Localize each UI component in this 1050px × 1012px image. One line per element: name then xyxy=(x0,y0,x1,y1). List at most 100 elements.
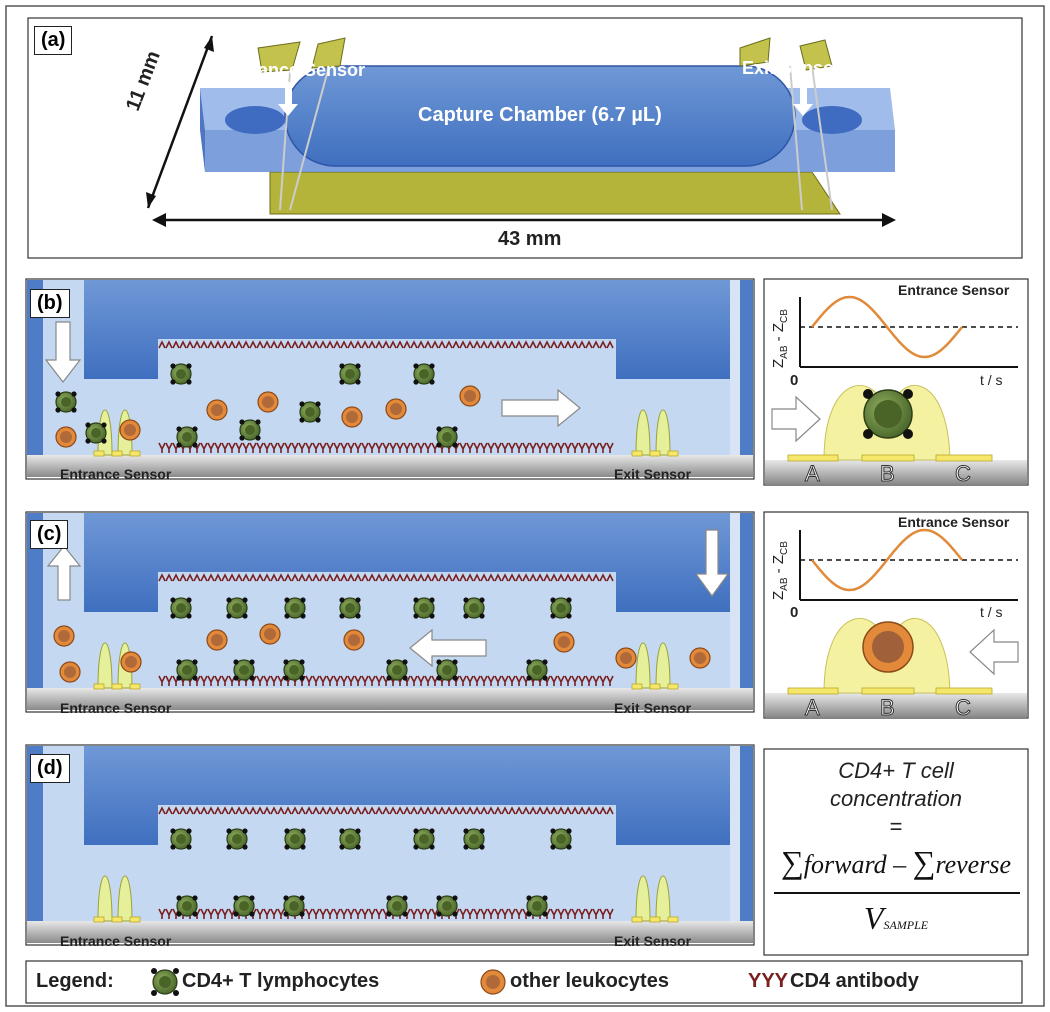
formula-line2: concentration xyxy=(829,786,963,811)
panel-b-entrance-label: Entrance Sensor xyxy=(60,466,172,482)
cd4-cell xyxy=(386,895,408,917)
panel-b-graph-title: Entrance Sensor xyxy=(898,282,1010,298)
channel-panel-d xyxy=(25,744,755,946)
legend-cd4-antibody: CD4 antibody xyxy=(790,970,919,992)
electrode-c xyxy=(935,687,993,695)
cd4-cell xyxy=(526,659,548,681)
flow-arrow-up-left xyxy=(46,545,82,601)
panel-c-y-minus: - Z xyxy=(770,554,787,578)
legend-other-leukocytes: other leukocytes xyxy=(510,970,669,992)
channel-substrate xyxy=(27,688,753,710)
graph-substrate xyxy=(765,693,1027,717)
cd4-cell xyxy=(436,426,458,448)
sum-symbol-1: ∑ xyxy=(780,844,804,880)
channel-drawings xyxy=(25,278,755,946)
electrode-a xyxy=(787,454,839,462)
panel-c-y-axis: ZAB - ZCB xyxy=(770,541,790,600)
cd4-cell xyxy=(233,895,255,917)
capture-chamber-label: Capture Chamber (6.7 µL) xyxy=(418,104,662,126)
panel-b-origin: 0 xyxy=(790,372,799,389)
graph-panel-b xyxy=(763,278,1029,486)
cd4-cell xyxy=(55,391,77,413)
panel-a-tag: (a) xyxy=(34,26,73,55)
panel-c-exit-label: Exit Sensor xyxy=(614,700,692,716)
cd4-cell xyxy=(463,828,485,850)
channel-gap xyxy=(730,746,740,922)
channel-cover xyxy=(84,513,730,612)
panel-b-y-sub1: AB xyxy=(779,345,790,359)
channel-gap xyxy=(730,280,740,456)
cd4-cell xyxy=(233,659,255,681)
leukocyte xyxy=(119,419,141,441)
electrode-c xyxy=(935,454,993,462)
antibody-row-top xyxy=(158,340,614,349)
panel-b-electrode-b: B xyxy=(880,461,896,487)
volume-symbol: V xyxy=(863,900,884,936)
impedance-graphs xyxy=(763,278,1029,719)
electrode-b xyxy=(861,687,915,695)
entrance-sensor-electrodes xyxy=(93,875,141,923)
leukocyte xyxy=(206,629,228,651)
antibody-row-top xyxy=(158,573,614,582)
cd4-cell xyxy=(339,597,361,619)
panel-c-entrance-label: Entrance Sensor xyxy=(60,700,172,716)
channel-cover xyxy=(84,746,730,845)
leukocyte xyxy=(341,406,363,428)
legend-cd4-cell-icon xyxy=(151,968,179,996)
cd4-cell xyxy=(436,659,458,681)
leukocyte xyxy=(553,631,575,653)
exit-sensor-electrodes xyxy=(631,642,679,690)
panel-b-tag: (b) xyxy=(30,289,70,318)
panel-c-y-sub2: CB xyxy=(779,541,790,555)
panel-c-y-sub1: AB xyxy=(779,577,790,591)
channel-right-wall xyxy=(740,746,753,922)
exit-sensor-electrodes xyxy=(631,409,679,457)
cd4-cell xyxy=(386,659,408,681)
panel-b-electrode-c: C xyxy=(955,461,972,487)
panel-d-tag: (d) xyxy=(30,754,70,783)
channel-left-wall xyxy=(27,513,43,689)
leukocyte xyxy=(55,426,77,448)
panel-d-entrance-label: Entrance Sensor xyxy=(60,933,172,949)
channel-cover xyxy=(84,280,730,379)
panel-b-y-z1: Z xyxy=(770,358,787,368)
cd4-cell xyxy=(283,659,305,681)
channel-left-wall xyxy=(27,280,43,456)
cd4-cell xyxy=(463,597,485,619)
panel-b-electrode-a: A xyxy=(805,461,821,487)
panel-b-y-axis: ZAB - ZCB xyxy=(770,309,790,368)
leukocyte xyxy=(385,398,407,420)
panel-c-origin: 0 xyxy=(790,604,799,621)
formula-denominator: VSAMPLE xyxy=(764,900,1028,937)
minus-sign: – xyxy=(893,850,907,879)
cd4-cell xyxy=(283,895,305,917)
formula-numerator: ∑forward – ∑reverse xyxy=(768,844,1024,881)
cd4-cell xyxy=(176,426,198,448)
antibody-row-bottom xyxy=(158,675,614,686)
flow-arrow-down-right xyxy=(694,529,730,598)
reverse-term: reverse xyxy=(935,850,1012,879)
cd4-cell xyxy=(413,597,435,619)
cd4-cell xyxy=(176,659,198,681)
graph-cd4-cell xyxy=(863,389,913,439)
exit-sensor-electrodes xyxy=(631,875,679,923)
cd4-cell xyxy=(413,363,435,385)
panel-c-electrode-c: C xyxy=(955,695,972,721)
cd4-cell xyxy=(550,597,572,619)
antibody-row-top xyxy=(158,806,614,815)
flow-arrow-down-left xyxy=(44,321,82,383)
cd4-cell xyxy=(176,895,198,917)
leukocyte xyxy=(343,629,365,651)
cd4-cell xyxy=(299,401,321,423)
sum-symbol-2: ∑ xyxy=(912,844,936,880)
channel-substrate xyxy=(27,921,753,943)
leukocyte xyxy=(615,647,637,669)
formula-equals: = xyxy=(889,814,903,839)
channel-panel-c xyxy=(25,511,755,713)
cd4-cell xyxy=(85,422,107,444)
leukocyte xyxy=(120,651,142,673)
graph-substrate xyxy=(765,460,1027,484)
channel-substrate xyxy=(27,455,753,477)
flow-arrow-right xyxy=(501,388,581,428)
